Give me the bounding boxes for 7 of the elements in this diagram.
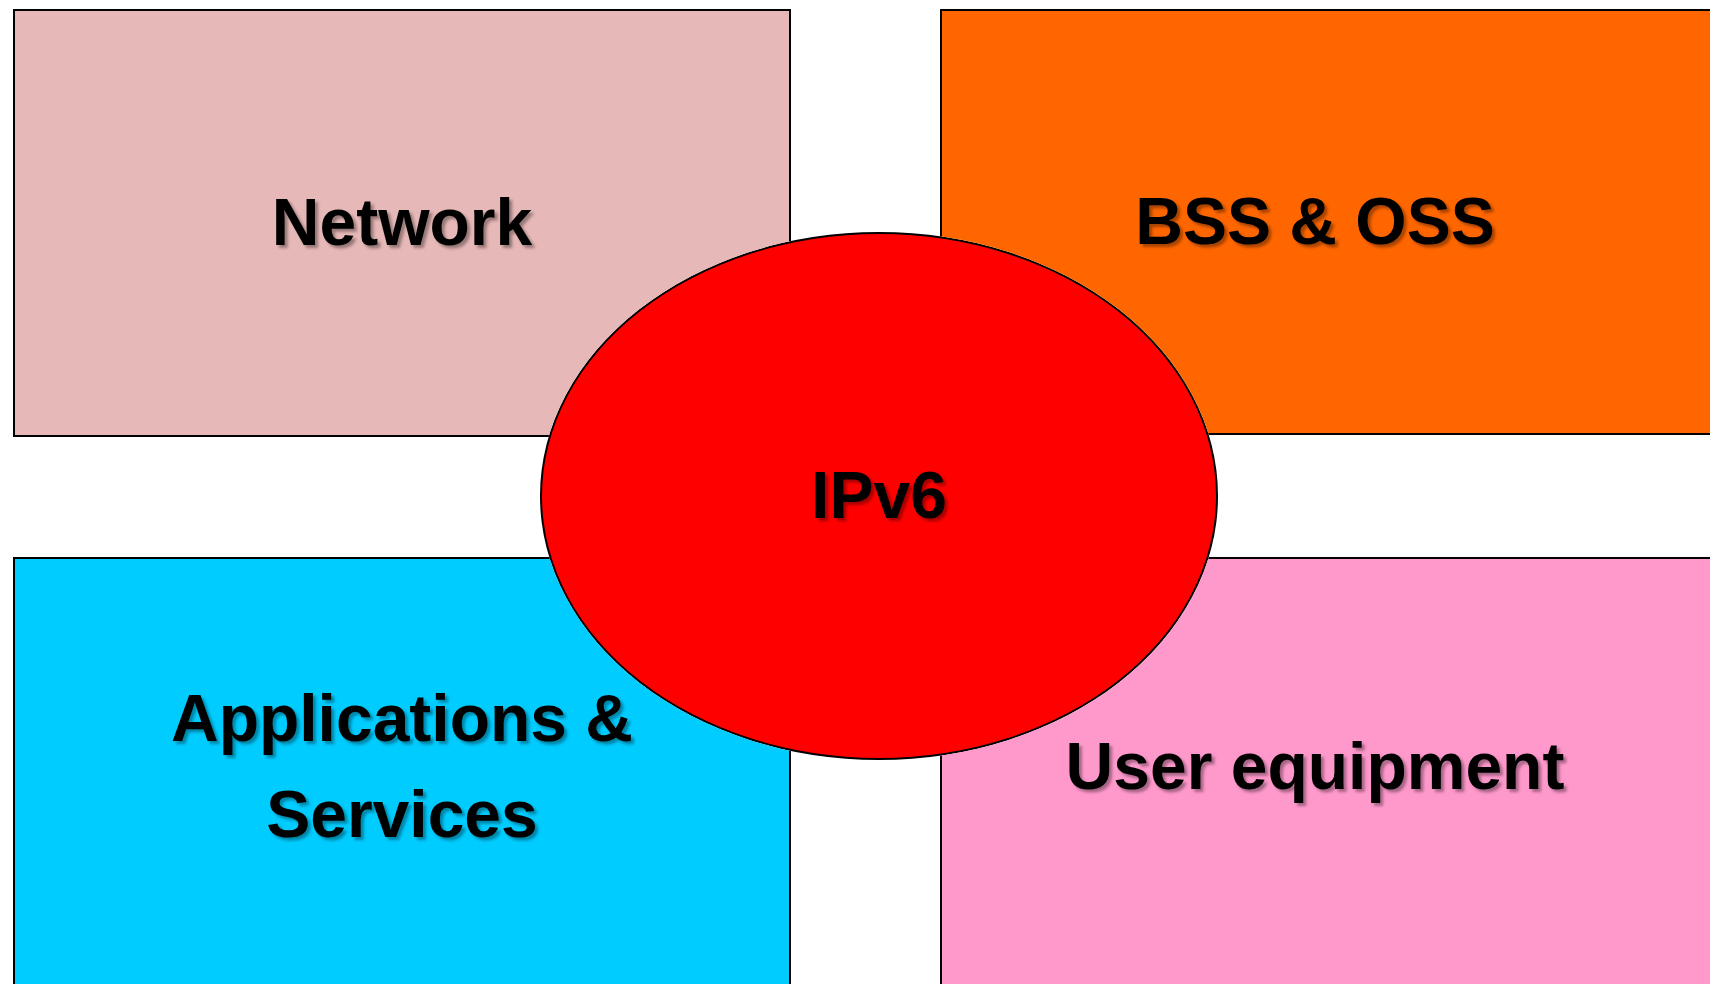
category-panel xyxy=(13,557,791,984)
node-label: Network xyxy=(271,184,533,262)
node-label: BSS & OSS xyxy=(1135,183,1495,261)
node-label: IPv6 xyxy=(811,457,947,535)
category-panel xyxy=(13,9,791,437)
node-label: User equipment xyxy=(1065,728,1565,806)
node-label: Applications & Services xyxy=(169,680,634,853)
